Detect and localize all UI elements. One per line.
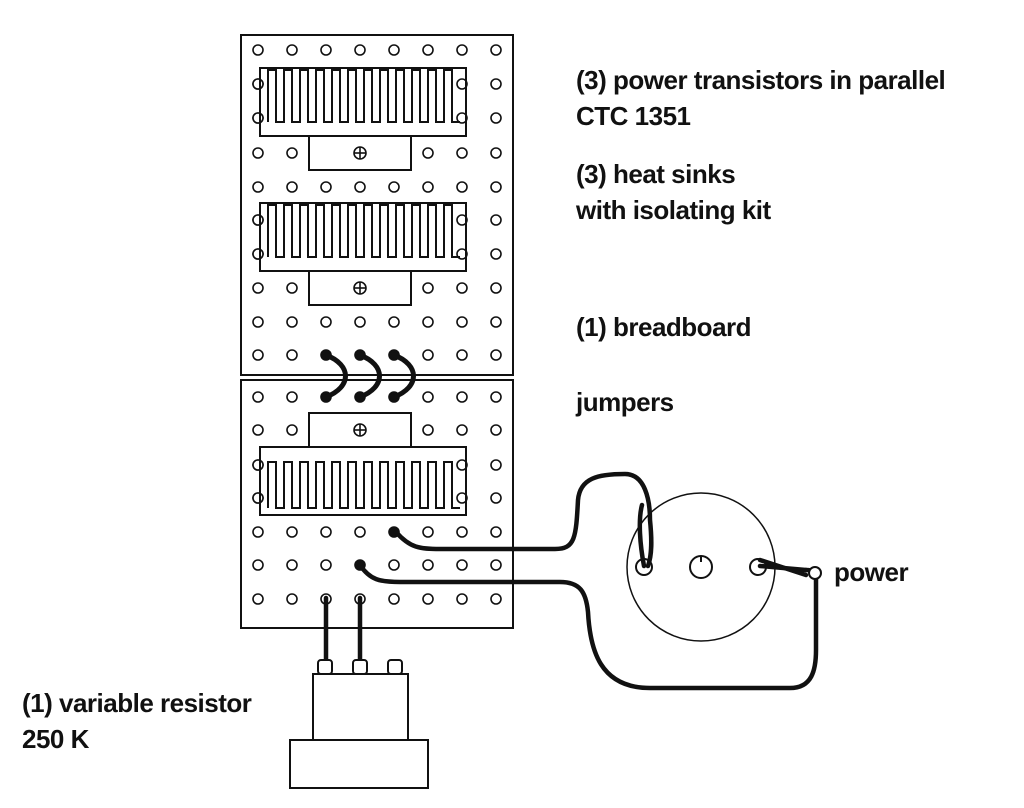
breadboard-hole <box>490 349 502 361</box>
breadboard-hole <box>286 391 298 403</box>
breadboard-hole <box>456 593 468 605</box>
connection-wires <box>323 471 819 691</box>
breadboard-hole <box>388 593 400 605</box>
breadboard-hole <box>252 559 264 571</box>
breadboard-hole <box>252 78 264 90</box>
breadboard-hole <box>252 181 264 193</box>
breadboard-hole <box>252 282 264 294</box>
breadboard-hole <box>456 181 468 193</box>
breadboard-hole <box>252 147 264 159</box>
breadboard-hole <box>456 559 468 571</box>
mounting-screws <box>353 146 367 437</box>
breadboard-hole <box>286 424 298 436</box>
breadboard-hole <box>422 593 434 605</box>
breadboard-hole <box>456 282 468 294</box>
breadboard-hole <box>490 214 502 226</box>
breadboard-hole <box>490 526 502 538</box>
breadboard-hole <box>252 424 264 436</box>
breadboard-hole <box>456 349 468 361</box>
breadboard-hole <box>252 44 264 56</box>
label-jumpers: jumpers <box>576 387 674 417</box>
breadboard-hole <box>286 316 298 328</box>
breadboard-holes <box>252 44 502 605</box>
breadboard-hole <box>490 248 502 260</box>
label-transistors-line2: CTC 1351 <box>576 101 691 131</box>
breadboard-hole <box>354 181 366 193</box>
label-power: power <box>834 557 909 587</box>
breadboard-hole <box>490 459 502 471</box>
breadboard-hole <box>456 424 468 436</box>
power-terminal <box>808 566 822 580</box>
breadboard-hole <box>456 391 468 403</box>
breadboard-hole <box>320 181 332 193</box>
breadboard-hole <box>490 282 502 294</box>
label-resistor-line1: (1) variable resistor <box>22 688 252 718</box>
label-transistors-line1: (3) power transistors in parallel <box>576 65 946 95</box>
label-heatsinks-line1: (3) heat sinks <box>576 159 736 189</box>
breadboard-hole <box>320 526 332 538</box>
breadboard-hole <box>252 316 264 328</box>
breadboard-hole <box>354 316 366 328</box>
breadboard-hole <box>286 526 298 538</box>
breadboard-hole <box>490 44 502 56</box>
breadboard-hole <box>286 593 298 605</box>
breadboard-hole <box>354 526 366 538</box>
breadboard-hole <box>388 316 400 328</box>
breadboard-hole <box>252 112 264 124</box>
breadboard-hole <box>490 112 502 124</box>
breadboard-hole <box>354 44 366 56</box>
breadboard-hole <box>252 593 264 605</box>
breadboard-hole <box>422 181 434 193</box>
breadboard-hole <box>320 559 332 571</box>
breadboard-hole <box>490 181 502 193</box>
jumper-wires <box>323 352 416 400</box>
breadboard-hole <box>422 282 434 294</box>
breadboard-hole <box>286 44 298 56</box>
breadboard-hole <box>286 559 298 571</box>
breadboard-hole <box>456 147 468 159</box>
breadboard-upper <box>240 34 514 376</box>
breadboard-hole <box>490 424 502 436</box>
breadboard-hole <box>422 424 434 436</box>
breadboard-hole <box>422 147 434 159</box>
breadboard-hole <box>490 316 502 328</box>
variable-resistor <box>289 659 429 789</box>
breadboard-hole <box>252 526 264 538</box>
breadboard-hole <box>252 391 264 403</box>
breadboard-hole <box>490 78 502 90</box>
breadboard-hole <box>490 391 502 403</box>
breadboard-hole <box>422 44 434 56</box>
breadboard-hole <box>490 492 502 504</box>
breadboard-hole <box>388 181 400 193</box>
label-breadboard: (1) breadboard <box>576 312 752 342</box>
breadboard-hole <box>252 492 264 504</box>
breadboard-hole <box>422 526 434 538</box>
breadboard-hole <box>286 147 298 159</box>
breadboard-hole <box>456 44 468 56</box>
breadboard-hole <box>456 526 468 538</box>
breadboard-hole <box>388 559 400 571</box>
label-resistor-line2: 250 K <box>22 724 89 754</box>
breadboard-hole <box>320 44 332 56</box>
breadboard-hole <box>490 559 502 571</box>
breadboard-hole <box>490 593 502 605</box>
breadboard-hole <box>388 44 400 56</box>
breadboard-hole <box>286 181 298 193</box>
breadboard-hole <box>490 147 502 159</box>
breadboard-hole <box>320 316 332 328</box>
breadboard-hole <box>456 316 468 328</box>
breadboard-hole <box>252 459 264 471</box>
breadboard-hole <box>286 282 298 294</box>
breadboard-hole <box>286 349 298 361</box>
breadboard-hole <box>252 349 264 361</box>
breadboard-hole <box>252 214 264 226</box>
breadboard-hole <box>422 316 434 328</box>
breadboard-hole <box>422 349 434 361</box>
breadboard-hole <box>422 391 434 403</box>
breadboard-hole <box>252 248 264 260</box>
heat-sink-3 <box>259 412 467 516</box>
breadboard-hole <box>422 559 434 571</box>
label-heatsinks-line2: with isolating kit <box>576 195 771 225</box>
